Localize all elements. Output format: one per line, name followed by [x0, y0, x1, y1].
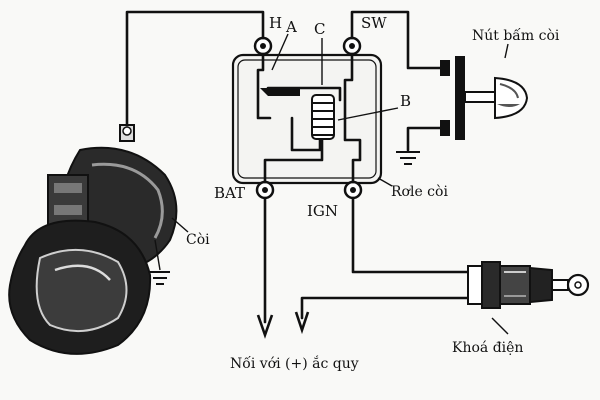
leader-b: [337, 107, 399, 121]
push-button-icon: [440, 56, 529, 140]
horn-ground-icon: [150, 239, 170, 285]
ignition-key-icon: [467, 261, 590, 309]
relay-box: [231, 36, 383, 200]
label-relay: Rơle còi: [391, 184, 448, 200]
label-h: H: [269, 14, 282, 32]
label-horn: Còi: [186, 232, 210, 248]
label-ignition-key: Khoá điện: [452, 340, 523, 356]
wire-key-to-battery: [300, 296, 470, 320]
label-sw: SW: [361, 14, 387, 32]
label-b: B: [400, 92, 411, 110]
leader-horn: [171, 217, 189, 233]
leader-relay: [377, 177, 393, 187]
button-ground-icon: [396, 126, 442, 165]
label-c: C: [314, 20, 325, 38]
label-a: A: [285, 18, 297, 36]
wire-horn-to-h: [125, 10, 265, 127]
wire-sw-to-button: [350, 10, 442, 70]
label-bat: BAT: [214, 184, 245, 202]
leader-a: [271, 33, 289, 71]
horn-icon: [8, 124, 178, 355]
leader-key: [491, 317, 509, 335]
label-ign: IGN: [307, 202, 338, 220]
label-battery: Nối với (+) ắc quy: [230, 354, 359, 372]
wire-ign-to-key: [351, 196, 470, 274]
leader-button: [504, 43, 509, 59]
label-button: Nút bấm còi: [472, 27, 560, 44]
